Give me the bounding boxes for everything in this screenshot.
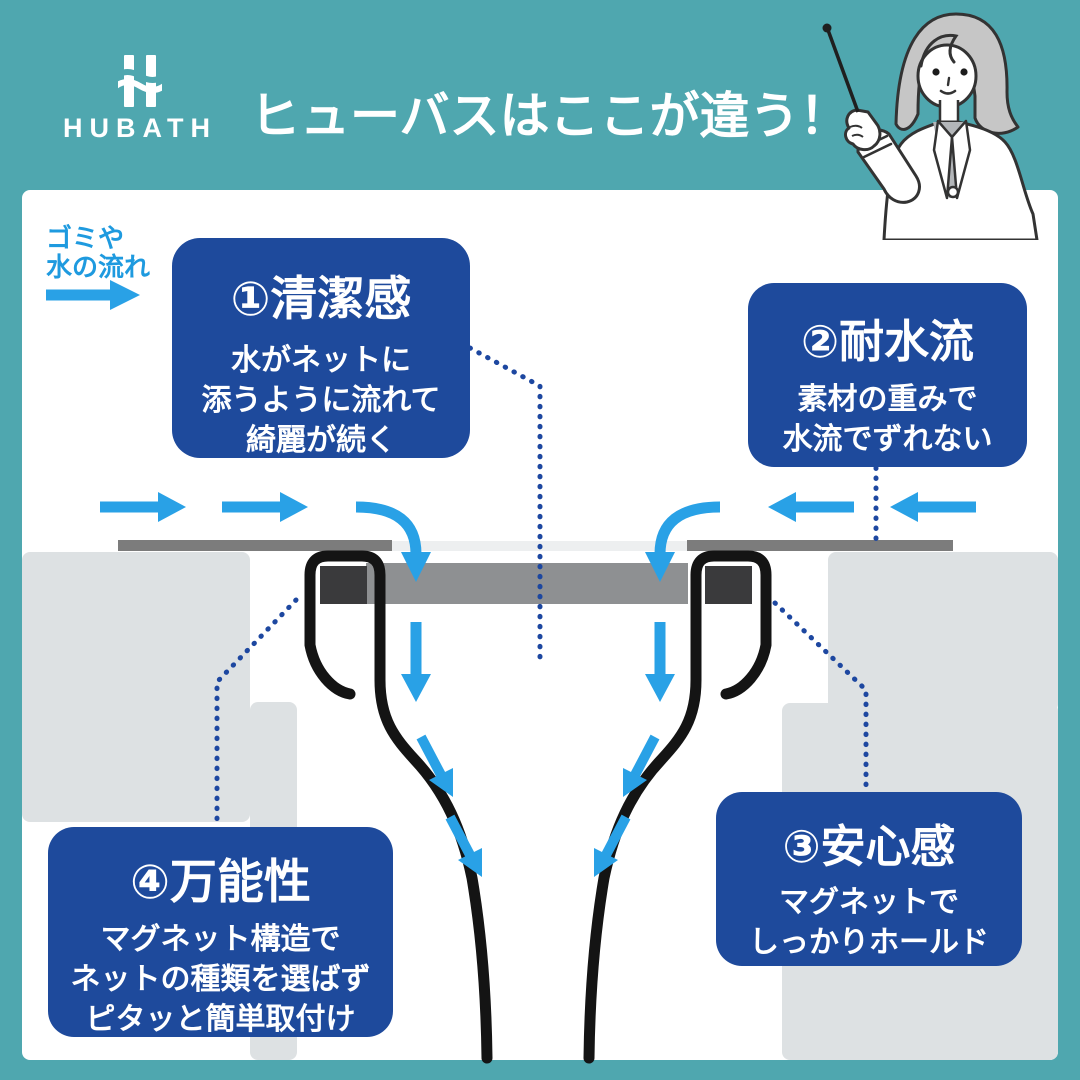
coat-button	[946, 185, 960, 199]
feature-box-4-versatility: ④万能性 マグネット構造で ネットの種類を選ばず ピタッと簡単取付け	[48, 827, 393, 1037]
feature-2-title: ②耐水流	[800, 316, 975, 367]
feature-1-title: ①清潔感	[230, 272, 412, 325]
floor-surface	[118, 540, 953, 551]
feature-3-title: ③安心感	[782, 821, 956, 872]
nose	[946, 76, 951, 87]
feature-box-1-cleanliness: ①清潔感 水がネットに 添うように流れて 綺麗が続く	[172, 238, 470, 458]
magnet-blocks	[320, 566, 752, 604]
flow-label: ゴミや 水の流れ	[46, 224, 150, 282]
feature-box-2-water-resistance: ②耐水流 素材の重みで 水流でずれない	[748, 283, 1027, 467]
brand-logo: HUBATH	[50, 55, 230, 144]
dotted-callout-lines	[214, 345, 879, 826]
lapel-right	[950, 119, 972, 200]
hubath-wave-h-logo-icon	[118, 55, 162, 107]
flow-label-arrow	[46, 280, 140, 310]
drain-net-funnel	[304, 550, 772, 1064]
face	[916, 43, 978, 109]
right-eye	[960, 68, 968, 76]
hand-fist	[844, 108, 882, 152]
pointer-tip	[822, 23, 832, 33]
mouth	[939, 89, 957, 95]
lapel-left	[932, 119, 954, 200]
bangs	[919, 33, 959, 68]
flow-label-line1: ゴミや	[46, 223, 125, 253]
water-flow-arrows	[46, 280, 976, 877]
feature-4-title: ④万能性	[130, 855, 311, 908]
fist-lines	[849, 124, 864, 138]
page-title: ヒューバスはここが違う！	[250, 88, 850, 144]
feature-box-3-security: ③安心感 マグネットで しっかりホールド	[716, 792, 1022, 966]
brand-name: HUBATH	[63, 113, 217, 143]
left-eye	[932, 68, 940, 76]
neck	[938, 100, 960, 124]
flow-label-line2: 水の流れ	[46, 252, 151, 282]
woman-presenter-illustration	[822, 12, 1039, 240]
pointer-stick	[826, 29, 860, 113]
